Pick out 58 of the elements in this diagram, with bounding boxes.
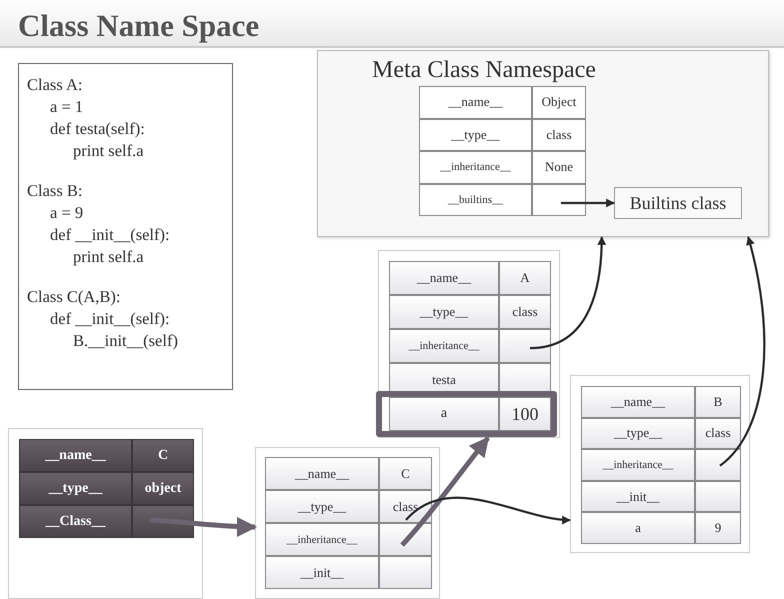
table-cell: __type__ xyxy=(419,118,532,151)
code-line: B.__init__(self) xyxy=(73,330,178,352)
code-line: def __init__(self): xyxy=(50,308,170,330)
table-cell: None xyxy=(532,151,586,184)
code-line: Class A: xyxy=(27,74,82,96)
table-cell: __inheritance__ xyxy=(265,523,379,556)
code-line: print self.a xyxy=(73,140,144,162)
code-line: Class B: xyxy=(27,180,82,202)
code-line: print self.a xyxy=(73,246,144,268)
table-cell: __inheritance__ xyxy=(419,151,532,184)
table-cell: __init__ xyxy=(265,556,379,589)
table-cell: __type__ xyxy=(19,472,132,505)
table-cell: A xyxy=(499,261,551,295)
arrow xyxy=(719,236,766,467)
table-cell: __name__ xyxy=(389,261,499,295)
table-cell: 9 xyxy=(695,512,741,544)
code-line: Class C(A,B): xyxy=(27,286,121,308)
table-cell: object xyxy=(132,472,194,505)
table-cell: __init__ xyxy=(581,480,695,512)
table-cell: class xyxy=(695,418,741,450)
code-box xyxy=(18,63,233,390)
table-cell: C xyxy=(379,457,432,490)
table-cell: __inheritance__ xyxy=(389,329,499,363)
table-cell: Object xyxy=(532,86,586,118)
table-cell: B xyxy=(695,386,741,418)
table-cell: __inheritance__ xyxy=(581,449,695,481)
table-cell: __Class__ xyxy=(19,505,132,538)
namespace-panel xyxy=(317,50,769,237)
table-cell: a xyxy=(389,397,499,431)
table-cell: __name__ xyxy=(581,386,695,418)
class-table xyxy=(570,375,750,553)
code-line: a = 9 xyxy=(50,202,84,224)
page-title: Class Name Space xyxy=(18,8,260,44)
table-cell: __name__ xyxy=(419,86,532,118)
panel-title: Meta Class Namespace xyxy=(372,57,596,84)
class-box: Builtins class xyxy=(614,187,742,219)
arrow xyxy=(150,516,257,537)
class-table xyxy=(8,428,203,599)
table-cell: __type__ xyxy=(581,418,695,450)
table-cell: C xyxy=(132,439,194,472)
table-cell: a xyxy=(581,512,695,544)
class-table xyxy=(378,250,560,438)
table-cell: __type__ xyxy=(265,490,379,523)
arrow xyxy=(405,496,571,524)
table-cell: 100 xyxy=(499,397,551,431)
class-table xyxy=(419,86,586,216)
table-cell: class xyxy=(532,118,586,151)
code-line: def testa(self): xyxy=(50,118,145,140)
arrow xyxy=(560,198,615,208)
table-cell: __name__ xyxy=(19,439,132,472)
code-line: a = 1 xyxy=(50,96,84,118)
class-table xyxy=(255,447,440,599)
table-cell: __builtins__ xyxy=(419,184,532,216)
table-cell: __type__ xyxy=(389,295,499,329)
code-line: def __init__(self): xyxy=(50,224,170,246)
arrow xyxy=(530,236,606,350)
table-cell: __name__ xyxy=(265,457,379,490)
table-cell: class xyxy=(499,295,551,329)
